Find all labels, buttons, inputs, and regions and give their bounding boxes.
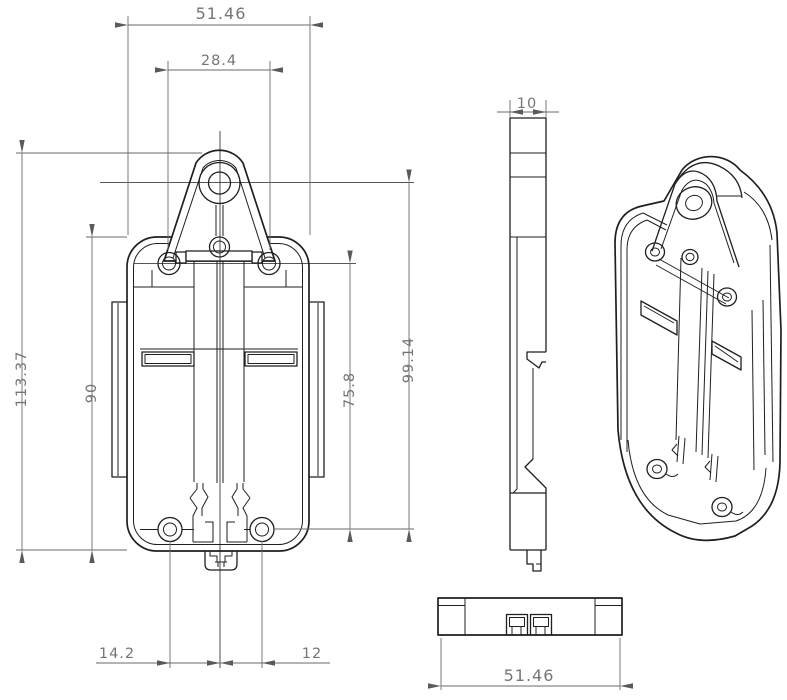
dim-hole-rows-spacing: 75.8 <box>342 250 358 542</box>
iso-interior <box>620 191 774 525</box>
iso-ear <box>651 161 743 305</box>
dim-overall-height: 113.37 <box>14 140 202 563</box>
dim-body-height: 90 <box>84 224 127 563</box>
iso-silhouette <box>614 155 782 542</box>
front-centerlines <box>100 131 414 668</box>
dim-overall-width-top-label: 51.46 <box>196 4 247 23</box>
front-bottom-tab <box>204 551 238 571</box>
dim-top-hole-spacing: 28.4 <box>155 53 283 250</box>
front-body-outline <box>111 236 325 552</box>
dim-side-thickness-label: 10 <box>517 96 537 112</box>
side-profile <box>509 117 547 572</box>
iso-upper-holes <box>644 242 738 307</box>
bottom-clips <box>505 613 553 636</box>
iso-clips <box>671 435 719 483</box>
dim-body-height-label: 90 <box>84 383 100 403</box>
front-ear <box>163 149 276 264</box>
front-view <box>100 131 414 668</box>
dim-side-thickness: 10 <box>497 96 559 118</box>
side-view: 10 <box>497 96 559 572</box>
bottom-view: 51.46 <box>428 597 633 690</box>
iso-ribs <box>675 257 715 459</box>
front-lower-holes <box>140 516 275 543</box>
dim-hole-rows-spacing-label: 75.8 <box>342 372 358 408</box>
dim-overall-width-top: 51.46 <box>115 4 323 235</box>
front-ear-hole <box>198 161 241 205</box>
front-dimensions: 51.46 28.4 113.37 90 75.8 99.14 <box>14 4 417 668</box>
dim-ear-to-bottom-holes-label: 99.14 <box>401 337 417 384</box>
dim-overall-height-label: 113.37 <box>14 351 30 408</box>
front-spring-clips <box>189 483 251 543</box>
front-interior-ribs <box>134 261 302 483</box>
dim-bottom-right-label: 12 <box>302 646 322 662</box>
front-slots <box>141 351 298 367</box>
dim-bottom-width: 51.46 <box>428 638 633 690</box>
perspective-view <box>614 155 782 542</box>
dim-bottom-spans: 14.2 12 <box>96 541 330 668</box>
dim-top-hole-spacing-label: 28.4 <box>201 53 237 69</box>
dim-bottom-left-label: 14.2 <box>99 646 135 662</box>
iso-slots <box>640 300 742 371</box>
dim-ear-to-bottom-holes: 99.14 <box>274 169 417 542</box>
front-center-hole <box>208 236 231 258</box>
dim-bottom-width-label: 51.46 <box>504 666 555 685</box>
iso-lower-bosses <box>646 458 744 518</box>
